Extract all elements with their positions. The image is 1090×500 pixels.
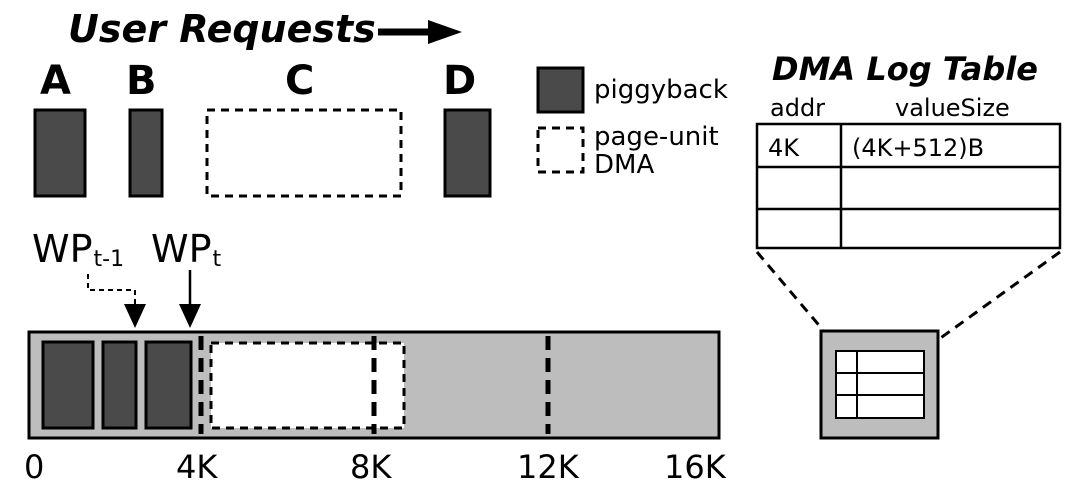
mini-table-icon	[819, 329, 940, 440]
request-label-c: C	[285, 58, 314, 104]
request-label-d: D	[443, 58, 476, 104]
tick-label-8k: 8K	[350, 448, 392, 486]
wp-prev-pointer-arrow	[87, 274, 146, 328]
tick-label-4k: 4K	[176, 448, 218, 486]
dma-log-col-addr: addr	[770, 94, 825, 122]
dma-log-col-valuesize: valueSize	[895, 94, 1010, 122]
dma-log-table	[755, 122, 1062, 250]
wp-curr-label: WPt	[151, 227, 222, 272]
wp-curr-subscript: t	[213, 247, 222, 272]
wp-prev-subscript: t-1	[94, 247, 125, 272]
request-block-d	[443, 108, 492, 198]
user-requests-title: User Requests	[68, 7, 376, 51]
legend-piggyback-label: piggyback	[594, 75, 728, 105]
buffer-block-a	[41, 340, 95, 430]
tick-label-12k: 12K	[517, 448, 580, 486]
buffer-block-b	[101, 340, 138, 430]
legend-page-unit-label-line2: DMA	[594, 150, 654, 180]
request-label-b: B	[126, 58, 157, 104]
wp-curr-pointer-arrow	[179, 270, 201, 328]
request-block-a	[33, 108, 87, 198]
request-block-b	[128, 108, 164, 198]
request-block-c	[205, 108, 403, 198]
wp-prev-label: WPt-1	[32, 227, 124, 272]
legend-page-unit-label-line1: page-unit	[594, 122, 719, 152]
dma-log-table-title: DMA Log Table	[772, 50, 1038, 88]
tick-label-16k: 16K	[664, 448, 727, 486]
zoom-connector-right	[934, 250, 1061, 344]
dma-log-row1-valuesize: (4K+512)B	[852, 134, 984, 162]
dma-log-row1-addr: 4K	[768, 134, 800, 162]
tick-label-0: 0	[24, 448, 44, 486]
buffer-block-d	[144, 340, 193, 430]
request-label-a: A	[40, 58, 71, 104]
legend-piggyback-swatch	[536, 66, 585, 114]
legend-page-unit-swatch	[536, 126, 585, 174]
right-arrow-icon	[378, 20, 462, 44]
zoom-connector-left	[755, 251, 825, 331]
